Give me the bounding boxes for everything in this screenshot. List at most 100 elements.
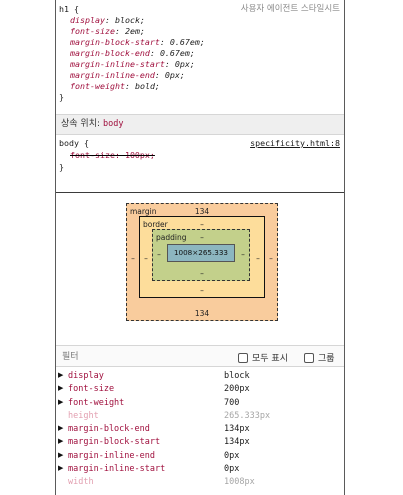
computed-property-value: 700 [224,397,240,408]
padding-right-value[interactable]: – [241,250,245,259]
group-label: 그룹 [318,354,335,364]
box-model-border[interactable]: border – – – – padding – – – – 1008×265.… [139,216,265,298]
padding-top-value[interactable]: – [200,233,204,242]
computed-property-value: 200px [224,384,250,395]
computed-property-value: 134px [224,424,250,435]
box-model-diagram: margin 134 134 – – border – – – – paddin… [56,193,344,345]
declaration-value: 0px; [164,70,185,80]
computed-property-name: margin-block-end [68,424,150,435]
declaration-value: 0.67em; [159,48,195,58]
computed-property-row[interactable]: height 265.333px [56,410,344,423]
declaration-colon: : [104,15,115,25]
style-declaration[interactable]: margin-inline-start: 0px; [70,59,195,70]
padding-label: padding [156,233,187,242]
box-model-margin[interactable]: margin 134 134 – – border – – – – paddin… [126,203,278,321]
inherited-label: 상속 위치: [61,119,101,129]
padding-bottom-value[interactable]: – [200,269,204,278]
style-declaration[interactable]: font-size: 2em; [70,26,145,37]
style-declaration[interactable]: margin-inline-end: 0px; [70,70,185,81]
show-all-toggle[interactable]: 모두 표시 [238,351,288,364]
border-top-value[interactable]: – [200,220,204,229]
rule-selector[interactable]: h1 { [59,4,79,14]
margin-bottom-value[interactable]: 134 [194,309,210,318]
triangle-right-icon[interactable]: ▶ [58,397,64,406]
border-label: border [143,220,168,229]
computed-property-name: margin-inline-end [68,450,155,461]
declaration-value: bold; [134,81,160,91]
filter-input[interactable] [62,349,212,364]
group-toggle[interactable]: 그룹 [304,351,335,364]
show-all-label: 모두 표시 [252,354,288,364]
computed-property-value: 1008px [224,477,255,488]
box-model-content[interactable]: 1008×265.333 [167,244,235,262]
computed-property-name: font-size [68,384,115,395]
computed-property-row[interactable]: ▶ margin-inline-end 0px [56,450,344,463]
triangle-right-icon[interactable]: ▶ [58,450,64,459]
rule-selector[interactable]: body { [59,138,89,148]
checkbox-icon[interactable] [304,352,314,363]
border-right-value[interactable]: – [256,254,260,263]
border-left-value[interactable]: – [144,254,148,263]
declaration-colon: : [149,48,160,58]
declaration-property: display [70,15,105,25]
declaration-colon: : [114,26,125,36]
triangle-right-icon[interactable]: ▶ [58,437,64,446]
padding-left-value[interactable]: – [157,250,161,259]
rule-close-brace: } [59,162,64,172]
declaration-property: margin-block-start [70,37,160,47]
rule-source-link[interactable]: specificity.html:8 [250,138,340,148]
declaration-colon: : [159,37,170,47]
body-style-rule: body { specificity.html:8 font-size: 100… [56,135,344,193]
computed-property-name: height [68,410,99,421]
triangle-right-icon[interactable]: ▶ [58,424,64,433]
computed-property-row[interactable]: ▶ display block [56,370,344,383]
style-declaration[interactable]: margin-block-start: 0.67em; [70,37,205,48]
computed-property-value: 134px [224,437,250,448]
declaration-colon: : [124,81,135,91]
ua-style-rule: h1 { 사용자 에이전트 스타일시트 display: block;font-… [56,0,344,114]
margin-left-value[interactable]: – [131,254,135,263]
computed-property-row[interactable]: ▶ font-size 200px [56,383,344,396]
computed-property-name: margin-inline-start [68,464,166,475]
computed-filter-bar: 모두 표시 그룹 [56,345,344,367]
margin-label: margin [130,207,157,216]
triangle-right-icon[interactable]: ▶ [58,371,64,379]
computed-property-row[interactable]: ▶ margin-block-end 134px [56,423,344,436]
inherited-tag[interactable]: body [103,119,124,129]
computed-property-value: block [224,371,250,381]
margin-right-value[interactable]: – [269,254,273,263]
triangle-right-icon[interactable]: ▶ [58,384,64,393]
style-declaration[interactable]: display: block; [70,15,145,26]
computed-property-row[interactable]: ▶ margin-block-start 134px [56,436,344,449]
style-declaration[interactable]: margin-block-end: 0.67em; [70,48,195,59]
computed-property-value: 0px [224,464,240,475]
declaration-property: margin-block-end [70,48,150,58]
box-model-padding[interactable]: padding – – – – 1008×265.333 [152,229,250,281]
computed-property-name: margin-block-start [68,437,161,448]
rule-close-brace: } [59,92,64,102]
declaration-property: font-size [70,26,115,36]
computed-property-name: display [68,371,104,381]
computed-property-value: 265.333px [224,410,271,421]
declaration-value: 2em; [124,26,145,36]
styles-panel: h1 { 사용자 에이전트 스타일시트 display: block;font-… [55,0,345,495]
declaration-colon: : [154,70,165,80]
declaration-property: margin-inline-start [70,59,165,69]
computed-property-value: 0px [224,450,240,461]
triangle-right-icon[interactable]: ▶ [58,464,64,473]
declaration-value: 0.67em; [169,37,205,47]
declaration-property: margin-inline-end [70,70,155,80]
overridden-declaration[interactable]: font-size: 100px; [70,150,155,160]
border-bottom-value[interactable]: – [200,286,204,295]
declaration-value: block; [114,15,145,25]
computed-property-row[interactable]: ▶ margin-inline-start 0px [56,463,344,476]
margin-top-value[interactable]: 134 [194,207,210,216]
declaration-colon: : [164,59,175,69]
declaration-property: font-weight [70,81,125,91]
style-declaration[interactable]: font-weight: bold; [70,81,160,92]
checkbox-icon[interactable] [238,352,248,363]
inherited-header: 상속 위치:body [56,114,344,135]
computed-properties-list: ▶ display block ▶ font-size 200px ▶font-weight… [56,370,344,490]
